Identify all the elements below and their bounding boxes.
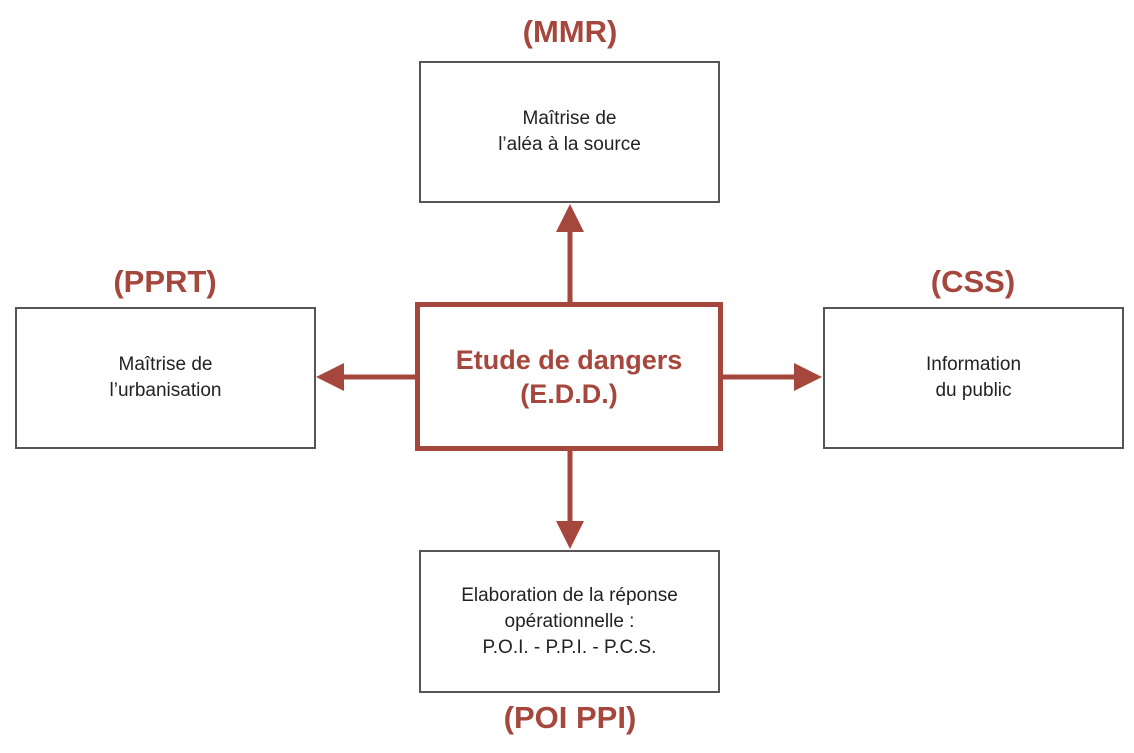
center-line1: Etude de dangers <box>455 344 683 375</box>
pprt-label: (PPRT) <box>113 264 217 299</box>
urbanisation-box: Maîtrise de l’urbanisation <box>15 307 316 449</box>
mmr-label: (MMR) <box>522 14 618 49</box>
operational-response-box: Elaboration de la réponse opérationnelle … <box>419 550 720 693</box>
left-line2: l’urbanisation <box>109 380 222 401</box>
arrowhead-right <box>794 363 822 391</box>
center-line2: (E.D.D.) <box>520 378 618 409</box>
top-line1: Maîtrise de <box>522 108 617 129</box>
hazard-study-box: Etude de dangers (E.D.D.) <box>415 302 723 451</box>
public-information-box: Information du public <box>823 307 1124 449</box>
right-line2: du public <box>935 380 1012 401</box>
bottom-line3: P.O.I. - P.P.I. - P.C.S. <box>482 636 657 658</box>
arrowhead-left <box>316 363 344 391</box>
source-hazard-box: Maîtrise de l’aléa à la source <box>419 61 720 203</box>
right-line1: Information <box>925 354 1022 375</box>
arrowhead-up <box>556 204 584 232</box>
bottom-line2: opérationnelle : <box>504 610 635 632</box>
poi-ppi-label: (POI PPI) <box>503 700 637 735</box>
bottom-line1: Elaboration de la réponse <box>461 584 678 606</box>
left-line1: Maîtrise de <box>118 354 213 375</box>
arrowhead-down <box>556 521 584 549</box>
top-line2: l’aléa à la source <box>498 134 641 155</box>
css-label: (CSS) <box>930 264 1016 299</box>
